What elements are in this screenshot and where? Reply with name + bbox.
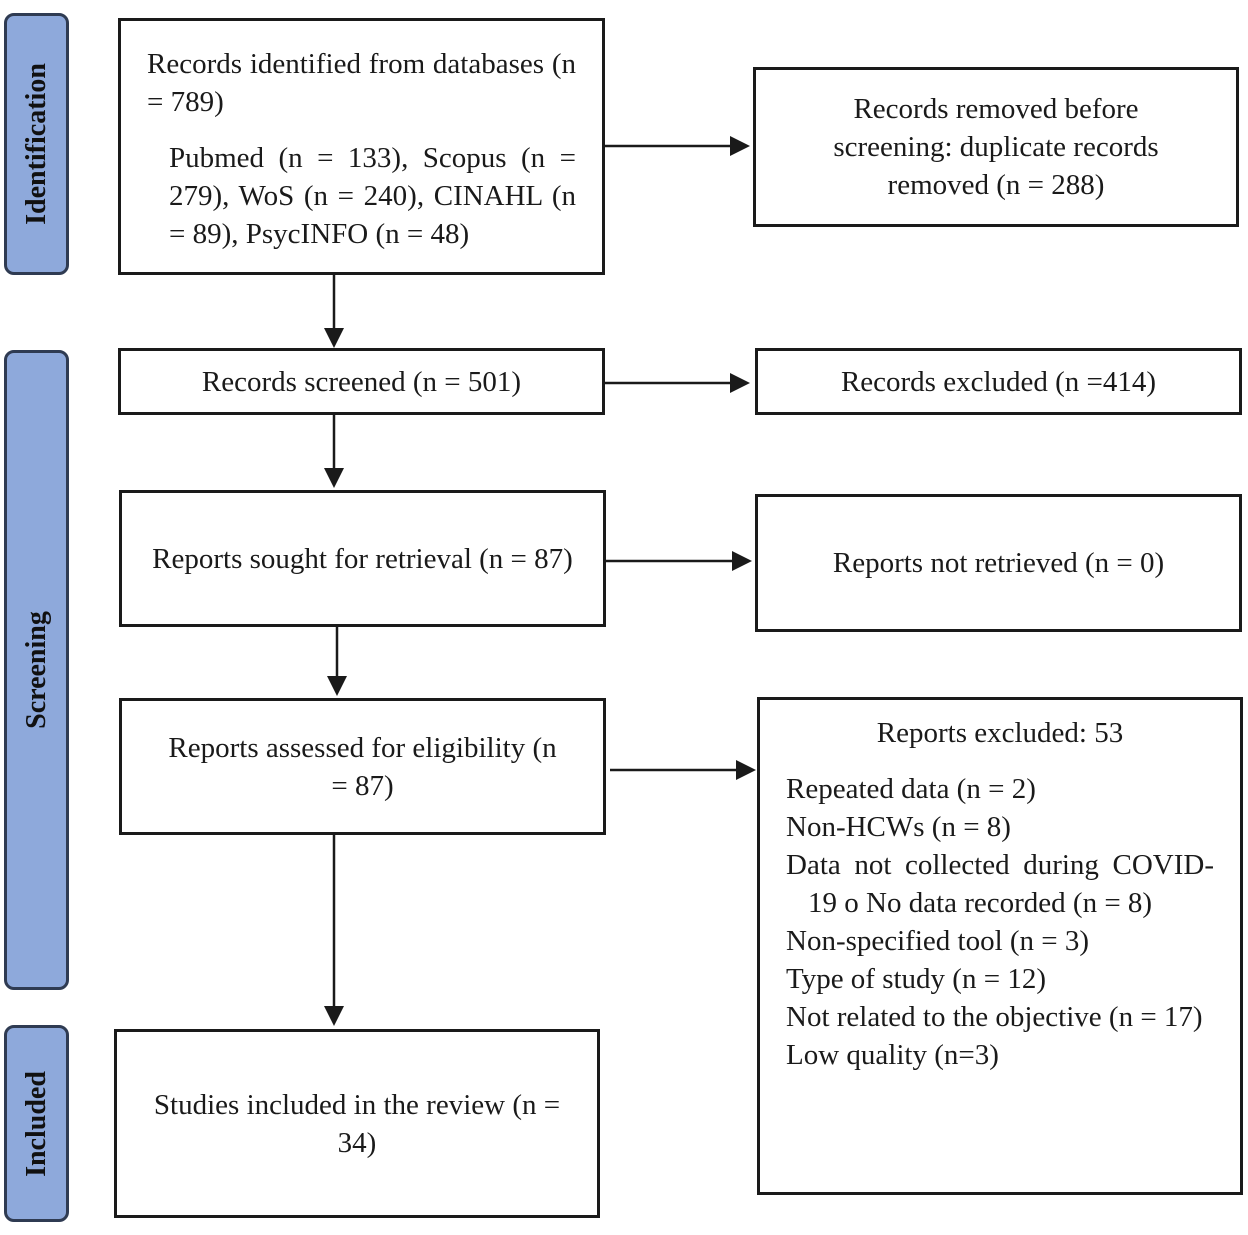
exclusion-reason: Not related to the objective (n = 17) bbox=[786, 1001, 1203, 1033]
reports-not-retrieved-box: Reports not retrieved (n = 0) bbox=[755, 494, 1242, 632]
records-screened-box: Records screened (n = 501) bbox=[118, 348, 605, 415]
exclusion-reason: Data not collected during COVID-19 o No … bbox=[786, 849, 1214, 919]
exclusion-reason: Non-HCWs (n = 8) bbox=[786, 811, 1011, 843]
reports-sought-box: Reports sought for retrieval (n = 87) bbox=[119, 490, 606, 627]
exclusion-reason: Type of study (n = 12) bbox=[786, 963, 1046, 995]
phase-included: Included bbox=[4, 1025, 69, 1222]
records-excluded-box: Records excluded (n =414) bbox=[755, 348, 1242, 415]
records-removed-box: Records removed before screening: duplic… bbox=[753, 67, 1239, 227]
reports-excluded-title: Reports excluded: 53 bbox=[876, 717, 1124, 749]
records-excluded-text: Records excluded (n =414) bbox=[840, 365, 1157, 398]
database-breakdown-text: Pubmed (n = 133), Scopus (n = 279), WoS … bbox=[169, 142, 576, 250]
studies-included-text: Studies included in the review (n = 34) bbox=[153, 1088, 561, 1159]
phase-screening: Screening bbox=[4, 350, 69, 990]
records-identified-box: Records identified from databases (n = 7… bbox=[118, 18, 605, 275]
studies-included-box: Studies included in the review (n = 34) bbox=[114, 1029, 600, 1218]
reports-assessed-box: Reports assessed for eligibility (n = 87… bbox=[119, 698, 606, 835]
records-removed-text: Records removed before screening: duplic… bbox=[833, 93, 1159, 201]
exclusion-reason: Repeated data (n = 2) bbox=[786, 773, 1036, 805]
reports-not-retrieved-text: Reports not retrieved (n = 0) bbox=[832, 547, 1165, 579]
records-screened-text: Records screened (n = 501) bbox=[201, 365, 522, 398]
exclusion-reason: Low quality (n=3) bbox=[786, 1039, 999, 1071]
exclusion-reason: Non-specified tool (n = 3) bbox=[786, 925, 1090, 957]
reports-sought-text: Reports sought for retrieval (n = 87) bbox=[152, 542, 573, 575]
records-identified-text: Records identified from databases (n = 7… bbox=[147, 48, 576, 118]
reports-excluded-box: Reports excluded: 53 Repeated data (n = … bbox=[757, 697, 1243, 1195]
reports-assessed-text: Reports assessed for eligibility (n = 87… bbox=[168, 731, 557, 802]
phase-identification: Identification bbox=[4, 13, 69, 275]
